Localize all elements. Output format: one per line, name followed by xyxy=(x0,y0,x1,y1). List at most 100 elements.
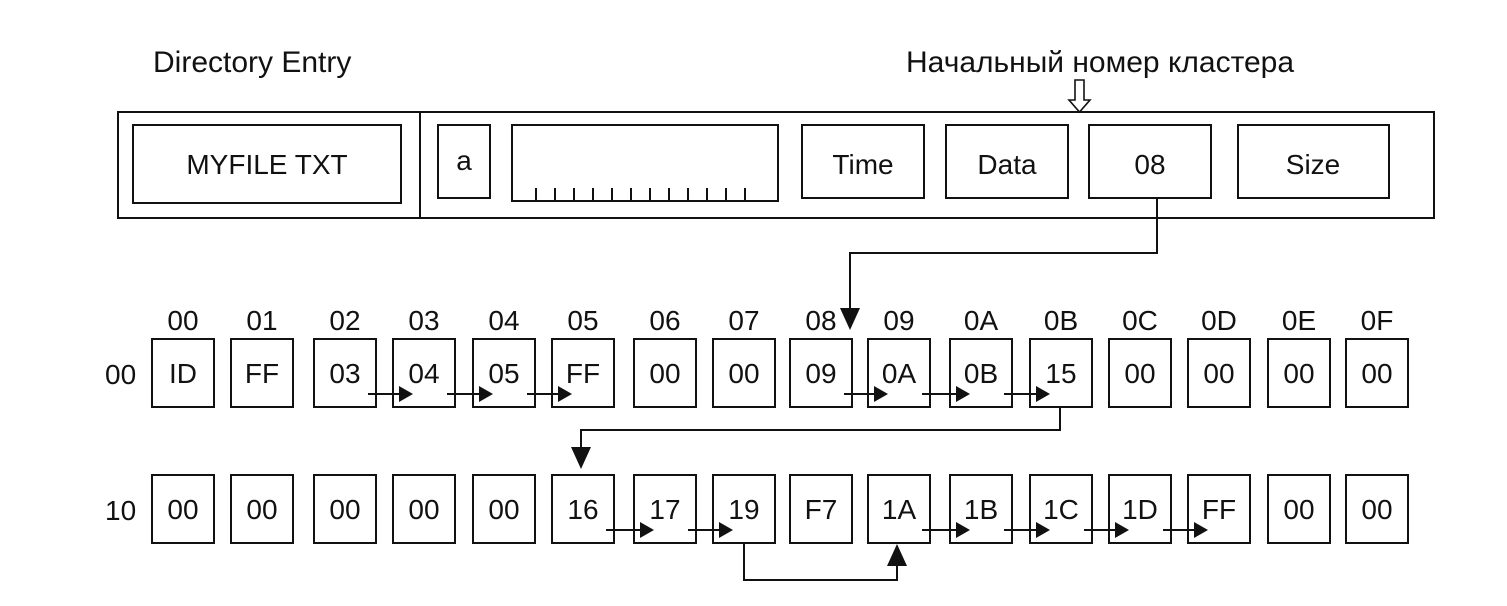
fat-cell: 00 xyxy=(151,474,215,544)
entry-start-cluster-field: 08 xyxy=(1088,124,1212,199)
directory-entry-frame xyxy=(117,111,1435,219)
fat-cell: FF xyxy=(230,338,294,408)
column-header-11: 0B xyxy=(1044,305,1078,336)
entry-data-field: Data xyxy=(945,124,1069,199)
column-header-8: 08 xyxy=(805,305,836,336)
fat-cell-value: 17 xyxy=(649,494,680,525)
column-header-12: 0C xyxy=(1122,305,1158,336)
fat-cell-box xyxy=(1267,474,1331,544)
fat-cell-value: 1A xyxy=(882,494,917,525)
entry-name-field: MYFILE TXT xyxy=(132,124,402,204)
entry-start-cluster-text: 08 xyxy=(1134,149,1165,180)
fat-cell-value: FF xyxy=(245,358,279,389)
fat-cell: 00 xyxy=(633,338,697,408)
fat-cell-box xyxy=(230,474,294,544)
entry-time-text: Time xyxy=(832,149,893,180)
fat-cell: 00 xyxy=(472,474,536,544)
column-header-1: 01 xyxy=(246,305,277,336)
directory-entry-title: Directory Entry xyxy=(153,46,351,79)
chain-link-arrowhead xyxy=(1036,522,1050,538)
fat-column-headers: 00 01 02 03 04 05 06 07 08 09 0A 0B 0C 0D 0E 0F xyxy=(167,305,1393,336)
row-label-1: 10 xyxy=(105,495,136,526)
fat-cell-box xyxy=(1187,338,1251,408)
fat-cell-value: 00 xyxy=(1361,494,1392,525)
fat-cell: ID xyxy=(151,338,215,408)
fat-cell-box xyxy=(789,338,853,408)
chain-link-arrowhead xyxy=(1194,522,1208,538)
fat-cell: 00 xyxy=(1345,474,1409,544)
fat-cell: 00 xyxy=(1267,474,1331,544)
chain-link-arrowhead xyxy=(640,522,654,538)
column-header-13: 0D xyxy=(1201,305,1237,336)
fat-cell: 15 xyxy=(1029,338,1093,408)
fat-cell: F7 xyxy=(789,474,853,544)
chain-link-arrowhead xyxy=(956,522,970,538)
fat-cell: 03 xyxy=(313,338,377,408)
fat-cell-box xyxy=(867,474,931,544)
column-header-4: 04 xyxy=(488,305,519,336)
fat-cell-value: 1B xyxy=(964,494,998,525)
fat-cell-box xyxy=(1345,338,1409,408)
fat-cell-value: 0A xyxy=(882,358,917,389)
chain-link-arrowhead xyxy=(956,386,970,402)
chain-link-arrowhead xyxy=(719,522,733,538)
fat-cell-value: 00 xyxy=(329,494,360,525)
fat-cell: 00 xyxy=(1108,338,1172,408)
fat-cell-value: 00 xyxy=(1283,358,1314,389)
chain-link-arrowhead xyxy=(558,386,572,402)
fat-cell: 00 xyxy=(1345,338,1409,408)
column-header-15: 0F xyxy=(1361,305,1394,336)
fat-cell-value: 00 xyxy=(408,494,439,525)
column-header-0: 00 xyxy=(167,305,198,336)
fat-cell: 00 xyxy=(1267,338,1331,408)
reserved-ticks xyxy=(535,188,746,200)
fat-cell-value: 1D xyxy=(1122,494,1158,525)
fat-cell: 09 xyxy=(789,338,853,408)
fat-cell-value: 15 xyxy=(1045,358,1076,389)
fat-cell-value: ID xyxy=(169,358,197,389)
column-header-14: 0E xyxy=(1282,305,1316,336)
column-header-9: 09 xyxy=(883,305,914,336)
fat-chain-arrows xyxy=(368,386,1208,538)
column-header-2: 02 xyxy=(329,305,360,336)
entry-size-field: Size xyxy=(1237,124,1390,199)
fat-cell-value: F7 xyxy=(805,494,838,525)
fat-cell-value: 09 xyxy=(805,358,836,389)
chain-0B-to-15-line xyxy=(580,407,1061,455)
fat-cell-box xyxy=(551,474,615,544)
fat-cell: 0B xyxy=(949,338,1013,408)
column-header-10: 0A xyxy=(964,305,999,336)
fat-cell: 00 xyxy=(313,474,377,544)
fat-cell-value: 19 xyxy=(728,494,759,525)
chain-link-arrowhead xyxy=(1036,386,1050,402)
entry-to-fat-line xyxy=(849,198,1158,318)
fat-cell-box xyxy=(1108,338,1172,408)
column-header-6: 06 xyxy=(649,305,680,336)
fat-cell-value: 00 xyxy=(649,358,680,389)
fat-cell: 05 xyxy=(472,338,536,408)
fat-cell-value: 1C xyxy=(1043,494,1079,525)
fat-cell-value: 00 xyxy=(728,358,759,389)
chain-17-to-19-arrowhead xyxy=(887,544,907,566)
fat-cell-box xyxy=(313,338,377,408)
fat-cell: 1A xyxy=(867,474,931,544)
fat-cell-box xyxy=(789,474,853,544)
fat-cell-value: 00 xyxy=(167,494,198,525)
fat-cell-box xyxy=(151,338,215,408)
fat-cell-value: 03 xyxy=(329,358,360,389)
chain-17-to-19-line xyxy=(743,543,898,581)
chain-0B-to-15-arrowhead xyxy=(571,447,591,469)
column-header-7: 07 xyxy=(728,305,759,336)
fat-cell-box xyxy=(633,338,697,408)
fat-cell-value: 05 xyxy=(488,358,519,389)
entry-data-text: Data xyxy=(977,149,1037,180)
fat-cell-box xyxy=(313,474,377,544)
fat-cell: 00 xyxy=(392,474,456,544)
column-header-3: 03 xyxy=(408,305,439,336)
fat-cell-value: FF xyxy=(566,358,600,389)
column-header-5: 05 xyxy=(567,305,598,336)
fat-cell-value: 00 xyxy=(1124,358,1155,389)
fat-cell-value: 00 xyxy=(488,494,519,525)
